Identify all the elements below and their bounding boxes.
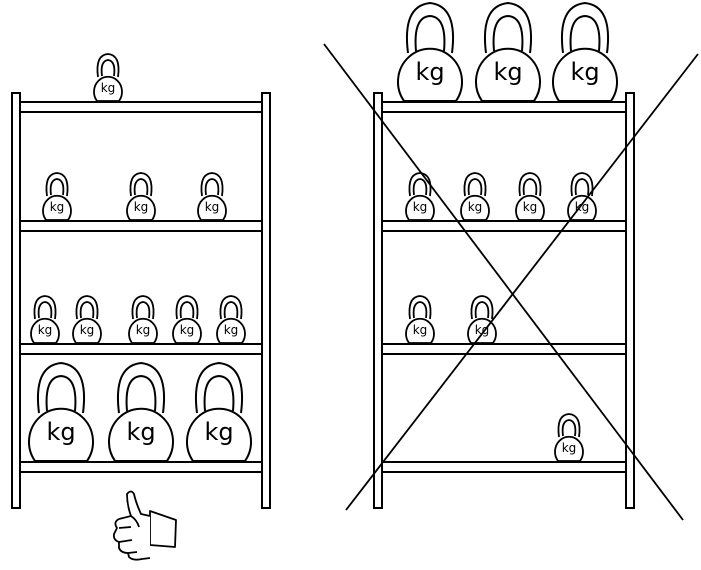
cross-out-icon bbox=[323, 43, 699, 521]
left-rack-shelf-top bbox=[19, 101, 263, 113]
kettlebell-small: kg bbox=[460, 172, 490, 221]
svg-text:kg: kg bbox=[523, 200, 538, 214]
left-rack: kg kg kg kg kg kg kg kg kg kg bbox=[11, 53, 271, 561]
svg-text:kg: kg bbox=[50, 200, 65, 214]
kettlebell-large: kg bbox=[475, 2, 541, 102]
kettlebell-small: kg bbox=[30, 295, 60, 344]
svg-text:kg: kg bbox=[562, 441, 577, 455]
right-rack-post-right bbox=[625, 92, 635, 509]
kettlebell-small: kg bbox=[515, 172, 545, 221]
svg-text:kg: kg bbox=[101, 81, 116, 95]
kettlebell-small: kg bbox=[554, 413, 584, 462]
svg-text:kg: kg bbox=[413, 323, 428, 337]
svg-text:kg: kg bbox=[415, 58, 444, 86]
kettlebell-large: kg bbox=[552, 2, 618, 102]
kettlebell-small: kg bbox=[405, 172, 435, 221]
svg-text:kg: kg bbox=[46, 418, 75, 446]
svg-text:kg: kg bbox=[575, 200, 590, 214]
kettlebell-large: kg bbox=[397, 2, 463, 102]
kettlebell-small: kg bbox=[42, 172, 72, 221]
kettlebell-small: kg bbox=[467, 295, 497, 344]
thumbs-up-icon bbox=[112, 490, 177, 561]
kettlebell-small: kg bbox=[172, 295, 202, 344]
left-rack-shelf-2 bbox=[19, 343, 263, 355]
svg-text:kg: kg bbox=[205, 200, 220, 214]
kettlebell-small: kg bbox=[126, 172, 156, 221]
left-rack-post-left bbox=[11, 92, 21, 509]
kettlebell-large: kg bbox=[28, 362, 95, 462]
right-rack: kg kg kg kg kg kg kg kg kg kg bbox=[323, 2, 699, 521]
right-rack-shelf-top bbox=[381, 101, 627, 113]
left-rack-shelf-3 bbox=[19, 461, 263, 473]
svg-text:kg: kg bbox=[38, 323, 53, 337]
kettlebell-small: kg bbox=[405, 295, 435, 344]
kettlebell-small: kg bbox=[72, 295, 102, 344]
right-rack-post-left bbox=[373, 92, 383, 509]
svg-text:kg: kg bbox=[80, 323, 95, 337]
kettlebell-small: kg bbox=[128, 295, 158, 344]
svg-text:kg: kg bbox=[570, 58, 599, 86]
right-rack-shelf-2 bbox=[381, 343, 627, 355]
svg-text:kg: kg bbox=[126, 418, 155, 446]
svg-text:kg: kg bbox=[224, 323, 239, 337]
svg-text:kg: kg bbox=[134, 200, 149, 214]
kettlebell-small: kg bbox=[197, 172, 227, 221]
svg-text:kg: kg bbox=[136, 323, 151, 337]
kettlebell-small: kg bbox=[216, 295, 246, 344]
svg-text:kg: kg bbox=[180, 323, 195, 337]
kettlebell-large: kg bbox=[108, 362, 174, 462]
svg-text:kg: kg bbox=[413, 200, 428, 214]
svg-text:kg: kg bbox=[493, 58, 522, 86]
svg-text:kg: kg bbox=[475, 323, 490, 337]
kettlebell-small: kg bbox=[93, 53, 123, 102]
right-rack-shelf-1 bbox=[381, 220, 627, 232]
left-rack-shelf-1 bbox=[19, 220, 263, 232]
kettlebell-small: kg bbox=[567, 172, 597, 221]
kettlebell-large: kg bbox=[186, 362, 252, 462]
right-rack-shelf-3 bbox=[381, 461, 627, 473]
svg-text:kg: kg bbox=[204, 418, 233, 446]
svg-text:kg: kg bbox=[468, 200, 483, 214]
left-rack-post-right bbox=[261, 92, 271, 509]
